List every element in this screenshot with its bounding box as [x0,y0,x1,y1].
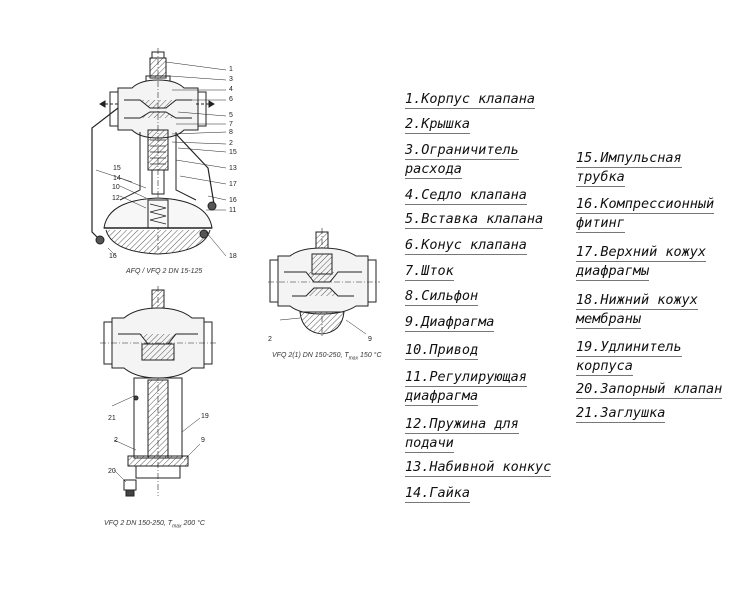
callout-11: 11 [229,207,237,214]
callout-1: 1 [229,66,233,73]
legend-item-16: 16.Компрессионный фитинг [576,196,715,233]
valve-drawings [91,48,380,497]
vfq21-callout-9: 9 [368,336,372,343]
callout-12: 12 [112,195,120,202]
callout-16: 16 [229,197,237,204]
legend-item-11: 11.Регулирующая диафрагма [405,369,527,406]
afq-valve-drawing [91,48,227,257]
legend-item-17: 17.Верхний кожух диафрагмы [576,244,707,281]
callout-16b: 16 [109,253,117,260]
legend-item-20: 20.Запорный клапан [576,381,723,399]
legend-item-12: 12.Пружина для подачи [405,416,519,453]
legend-item-7: 7.Шток [405,263,454,281]
legend-item-10: 10.Привод [405,342,479,360]
callout-6: 6 [229,96,233,103]
legend-item-5: 5.Вставка клапана [405,211,544,229]
callout-15b: 15 [113,165,121,172]
vfq2-callout-21: 21 [108,415,116,422]
legend-item-1: 1.Корпус клапана [405,91,536,109]
vfq2-callout-19: 19 [201,413,209,420]
vfq2-valve-drawing [100,286,216,497]
legend-item-19: 19.Удлинитель корпуса [576,339,682,376]
vfq2-callout-9: 9 [201,437,205,444]
legend-item-14: 14.Гайка [405,485,471,503]
callout-3: 3 [229,76,233,83]
legend-item-13: 13.Набивной конкус [405,459,552,477]
callout-15: 15 [229,149,237,156]
callout-17: 17 [229,181,237,188]
callout-10: 10 [112,184,120,191]
vfq21-caption: VFQ 2(1) DN 150-250, Tmax 150 °C [272,352,382,362]
callout-7: 7 [229,121,233,128]
vfq21-valve-drawing [268,228,380,336]
vfq2-callout-20: 20 [108,468,116,475]
callout-13: 13 [229,165,237,172]
legend-item-18: 18.Нижний кожух мембраны [576,292,698,329]
vfq21-callout-2: 2 [268,336,272,343]
callout-14: 14 [113,175,121,182]
legend-item-21: 21.Заглушка [576,405,666,423]
legend-item-2: 2.Крышка [405,116,471,134]
legend-item-8: 8.Сильфон [405,288,479,306]
legend-item-15: 15.Импульсная трубка [576,150,682,187]
legend-item-4: 4.Седло клапана [405,187,527,205]
callout-4: 4 [229,86,233,93]
callout-8: 8 [229,129,233,136]
legend-item-9: 9.Диафрагма [405,314,495,332]
legend-item-3: 3.Ограничитель расхода [405,142,519,179]
callout-18: 18 [229,253,237,260]
legend-item-6: 6.Конус клапана [405,237,527,255]
afq-caption: AFQ / VFQ 2 DN 15-125 [126,268,203,275]
callout-2: 2 [229,140,233,147]
vfq2-caption: VFQ 2 DN 150-250, Tmax 200 °C [104,520,205,530]
vfq2-callout-2: 2 [114,437,118,444]
callout-5: 5 [229,112,233,119]
